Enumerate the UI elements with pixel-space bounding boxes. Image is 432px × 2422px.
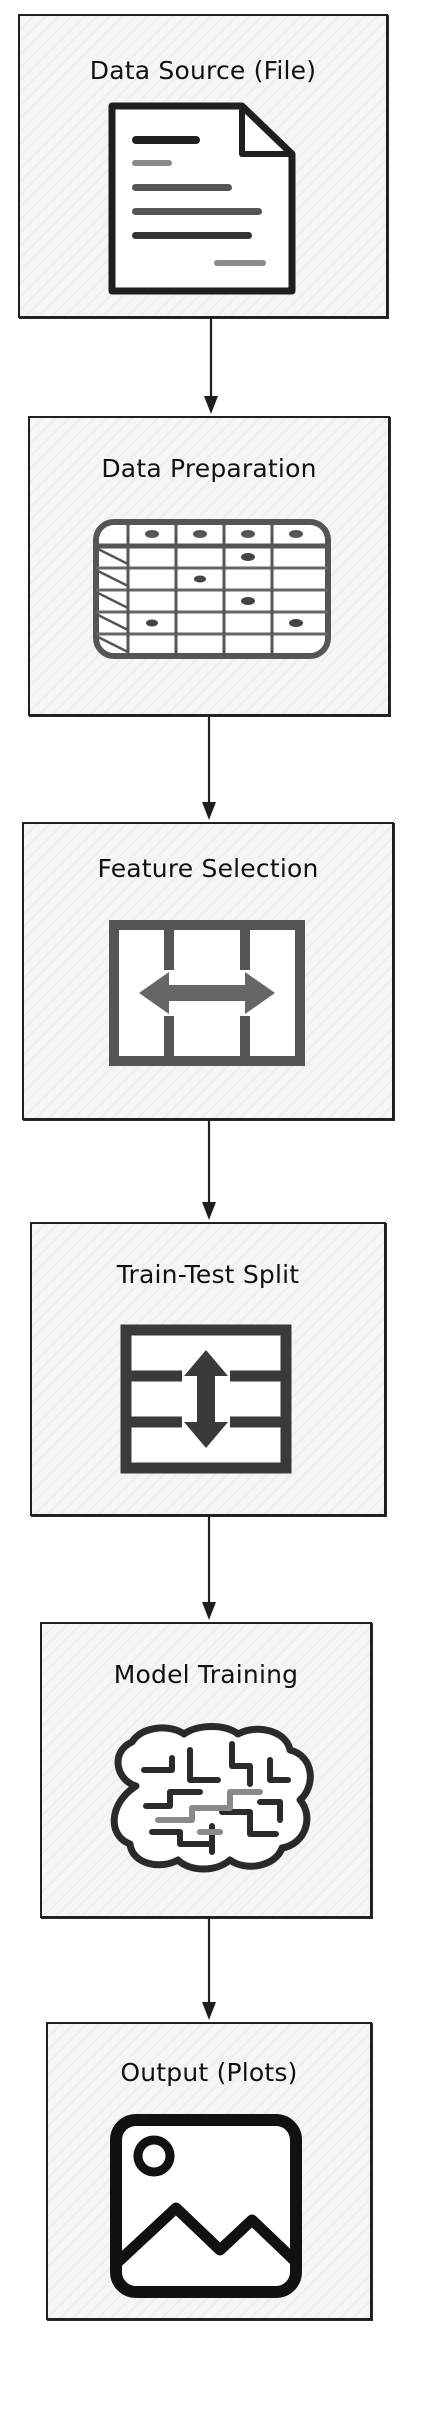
step-title: Train-Test Split bbox=[116, 1260, 300, 1289]
connector-arrow bbox=[202, 716, 216, 820]
step-title: Data Source (File) bbox=[89, 56, 317, 85]
image-icon bbox=[110, 2114, 302, 2298]
step-title: Feature Selection bbox=[97, 854, 319, 883]
connector-arrow bbox=[202, 1120, 216, 1220]
step-feature-selection: Feature Selection bbox=[22, 822, 394, 1120]
connector-arrow bbox=[202, 1918, 216, 2020]
step-title: Model Training bbox=[113, 1660, 299, 1689]
brain-icon bbox=[110, 1723, 314, 1873]
step-data-source: Data Source (File) bbox=[18, 14, 388, 318]
step-data-preparation: Data Preparation bbox=[28, 416, 390, 716]
horizontal-arrows-icon bbox=[109, 920, 305, 1066]
step-model-training: Model Training bbox=[40, 1622, 372, 1918]
step-title: Data Preparation bbox=[101, 454, 317, 483]
document-icon bbox=[108, 102, 296, 295]
vertical-arrows-icon bbox=[120, 1324, 292, 1474]
connector-arrow bbox=[204, 318, 218, 414]
step-train-test-split: Train-Test Split bbox=[30, 1222, 386, 1516]
connector-arrow bbox=[202, 1516, 216, 1620]
step-title: Output (Plots) bbox=[120, 2058, 298, 2087]
step-output-plots: Output (Plots) bbox=[46, 2022, 372, 2320]
table-icon bbox=[93, 519, 331, 659]
